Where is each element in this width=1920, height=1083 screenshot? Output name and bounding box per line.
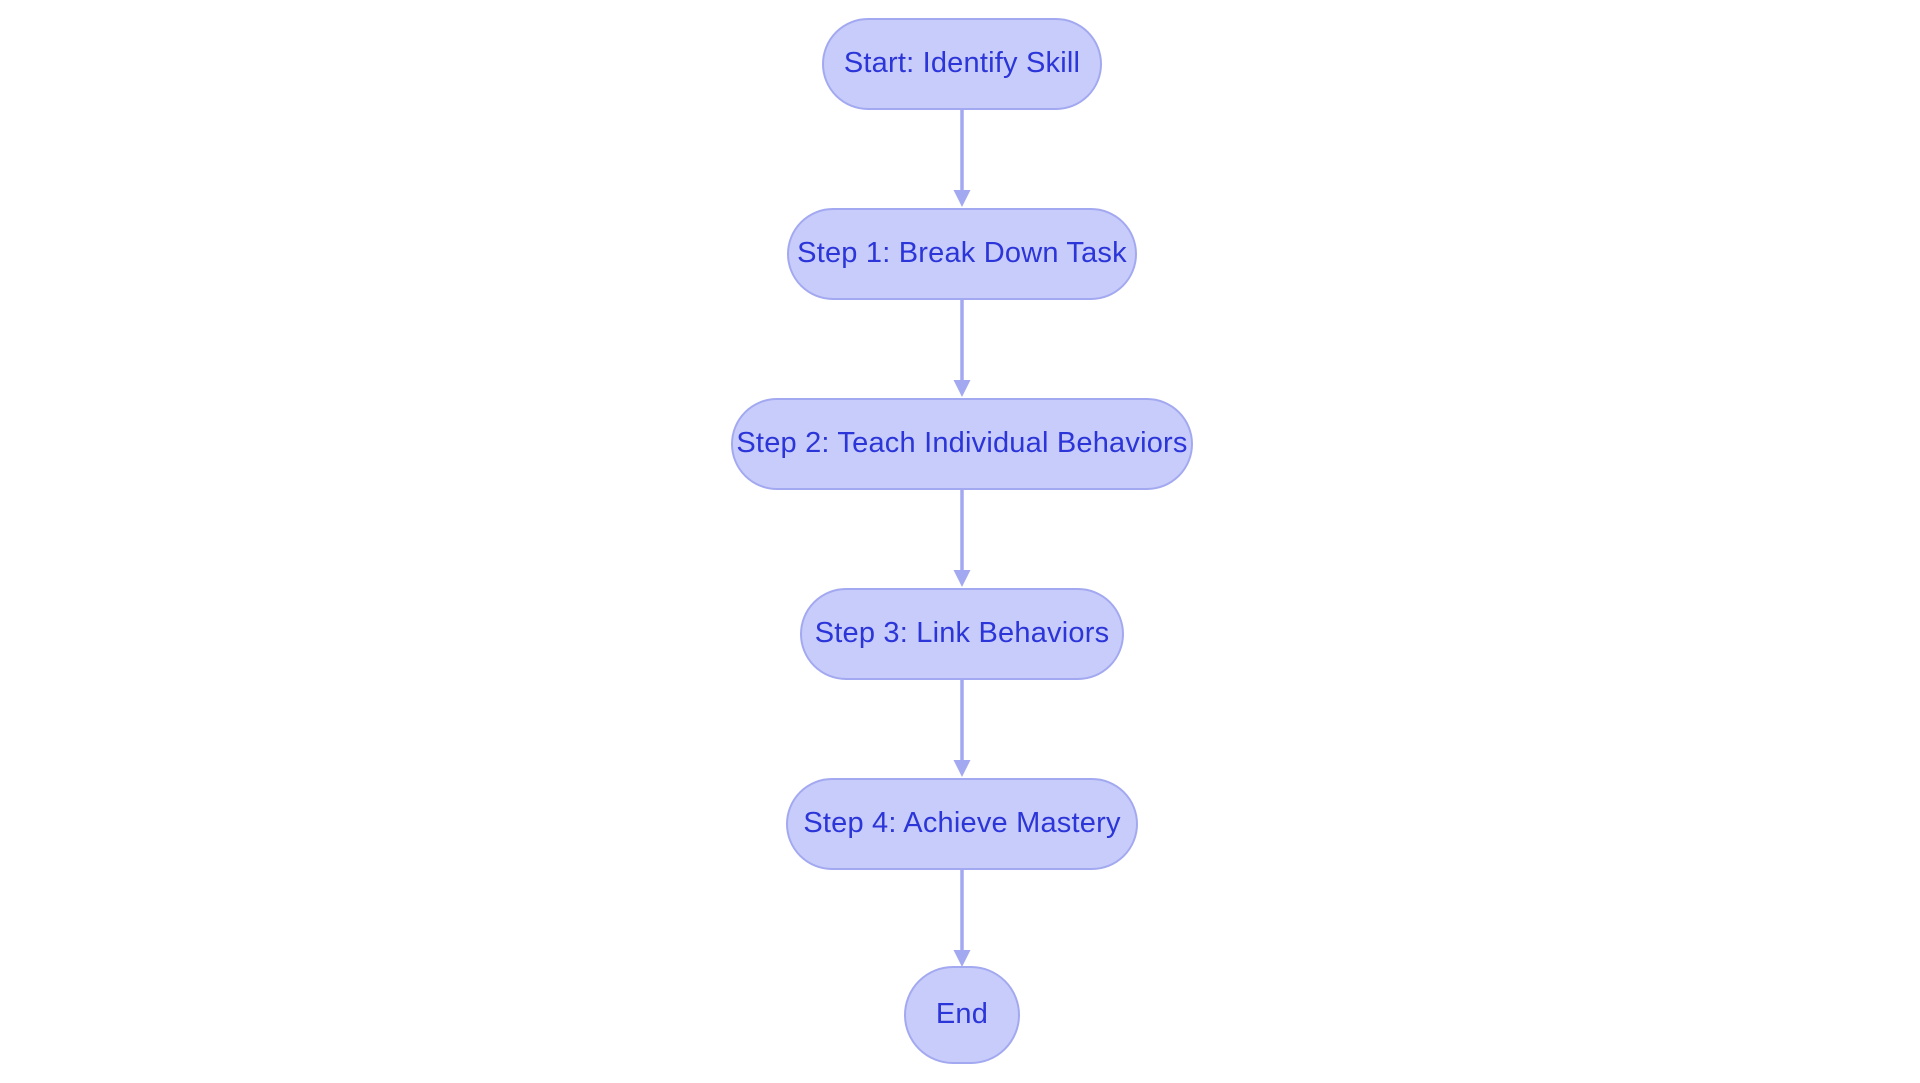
flow-connector-step2-to-step3: [952, 490, 972, 588]
flow-node-end-label: End: [935, 997, 989, 1030]
flow-connector-step3-to-step4: [952, 680, 972, 778]
flow-node-step2[interactable]: Step 2: Teach Individual Behaviors: [731, 398, 1193, 490]
flow-node-start-label: Start: Identify Skill: [843, 46, 1081, 79]
flow-connector-step1-to-step2: [952, 300, 972, 398]
flow-node-step4[interactable]: Step 4: Achieve Mastery: [786, 778, 1138, 870]
flow-node-step1-label: Step 1: Break Down Task: [797, 236, 1127, 269]
flow-node-step3-label: Step 3: Link Behaviors: [814, 616, 1110, 649]
flow-node-end[interactable]: End: [904, 966, 1020, 1064]
flow-node-step2-label: Step 2: Teach Individual Behaviors: [736, 426, 1188, 459]
flow-node-start[interactable]: Start: Identify Skill: [822, 18, 1102, 110]
flow-node-step3[interactable]: Step 3: Link Behaviors: [800, 588, 1124, 680]
flow-node-step1[interactable]: Step 1: Break Down Task: [787, 208, 1137, 300]
flow-node-step4-label: Step 4: Achieve Mastery: [803, 806, 1121, 839]
flow-connector-start-to-step1: [952, 110, 972, 208]
flow-connector-step4-to-end: [952, 870, 972, 968]
